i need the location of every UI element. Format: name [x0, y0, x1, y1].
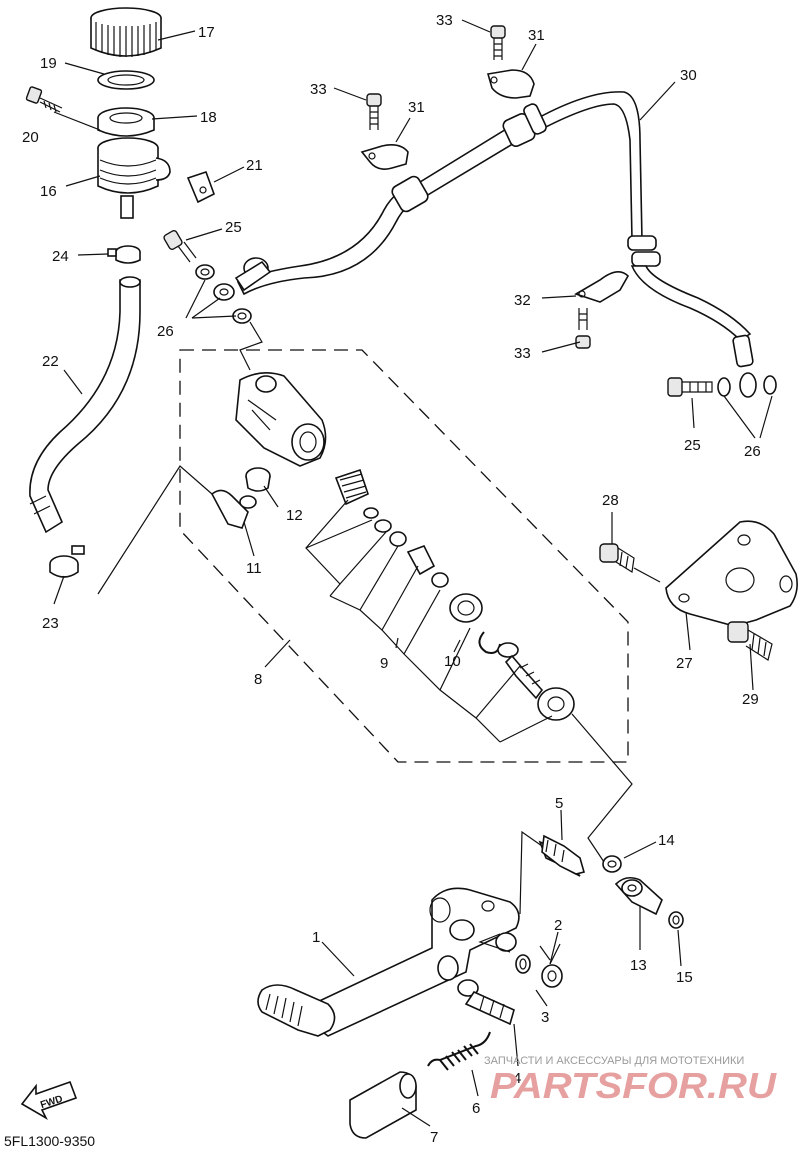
hose-clamp-left [360, 144, 409, 170]
callout-21: 21 [246, 157, 263, 174]
callout-29: 29 [742, 691, 759, 708]
callout-12: 12 [286, 507, 303, 524]
callout-1: 1 [312, 929, 320, 946]
reservoir-hose [29, 276, 141, 534]
callout-26-upper: 26 [157, 323, 174, 340]
callout-30: 30 [680, 67, 697, 84]
callout-26-lower: 26 [744, 443, 761, 460]
piston-kit-leaders [305, 499, 553, 743]
hose-bracket-32 [574, 271, 629, 303]
pedal-link-lines [478, 713, 633, 965]
push-rod [497, 642, 575, 721]
pedal-sleeve [349, 1071, 417, 1139]
watermark-tagline: ЗАПЧАСТИ И АКСЕССУАРЫ ДЛЯ МОТОТЕХНИКИ [484, 1055, 744, 1067]
callout-33-top: 33 [436, 12, 453, 29]
callout-32: 32 [514, 292, 531, 309]
union-bolt-lower [667, 377, 713, 397]
reservoir-cap [90, 7, 162, 57]
piston-kit [334, 468, 449, 588]
cotter-pin-15 [668, 911, 684, 929]
reservoir-bracket [186, 170, 215, 204]
master-cylinder-box [179, 349, 629, 763]
callout-22: 22 [42, 353, 59, 370]
hose-clamp-24 [107, 245, 141, 264]
callout-31-right: 31 [528, 27, 545, 44]
nut-14 [602, 855, 622, 873]
bracket-bolt-28 [599, 543, 635, 573]
callout-31-left: 31 [408, 99, 425, 116]
callout-3: 3 [541, 1009, 549, 1026]
callout-27: 27 [676, 655, 693, 672]
callout-18: 18 [200, 109, 217, 126]
callout-13: 13 [630, 957, 647, 974]
callout-25-upper: 25 [225, 219, 242, 236]
callout-5: 5 [555, 795, 563, 812]
brake-hose [234, 91, 757, 398]
diagram-code: 5FL1300-9350 [4, 1133, 95, 1149]
diaphragm [97, 107, 155, 137]
callout-2: 2 [554, 917, 562, 934]
callout-17: 17 [198, 24, 215, 41]
crush-washers-upper [195, 264, 252, 324]
union-bolt-upper [163, 229, 197, 263]
pedal-bracket [665, 520, 798, 627]
brake-pedal [257, 887, 520, 1037]
hose-clamp-right [486, 69, 535, 99]
callout-4: 4 [513, 1070, 521, 1087]
circlip-10 [478, 631, 501, 654]
callout-6: 6 [472, 1100, 480, 1117]
pedal-shaft-bolt-4 [457, 979, 515, 1026]
callout-33-lower: 33 [514, 345, 531, 362]
master-cylinder-body [235, 372, 327, 467]
clamp-bolts [366, 25, 591, 349]
callout-11: 11 [246, 560, 262, 577]
callout-28: 28 [602, 492, 619, 509]
callout-14: 14 [658, 832, 675, 849]
clevis-pin-5 [538, 834, 585, 877]
callout-20: 20 [22, 129, 39, 146]
reservoir-tank [97, 137, 171, 219]
diaphragm-plate [97, 70, 155, 90]
callout-19: 19 [40, 55, 57, 72]
callout-7: 7 [430, 1129, 438, 1146]
reservoir-bolt [25, 86, 63, 113]
clevis-13 [614, 876, 663, 916]
pedal-washers [495, 932, 563, 988]
callout-8: 8 [254, 671, 262, 688]
cylinder-grommet-12 [245, 467, 271, 492]
cylinder-fitting-11 [210, 489, 257, 529]
piston-seal-ring [449, 593, 483, 623]
callout-25-lower: 25 [684, 437, 701, 454]
fwd-arrow [20, 1080, 78, 1121]
watermark-logo: PARTSFOR.RU [490, 1065, 777, 1106]
return-spring [427, 1031, 491, 1071]
callout-33-left: 33 [310, 81, 327, 98]
callout-24: 24 [52, 248, 69, 265]
callout-23: 23 [42, 615, 59, 632]
callout-16: 16 [40, 183, 57, 200]
leader-lines [53, 19, 773, 1127]
callout-10: 10 [444, 653, 461, 670]
hose-clamp-23 [49, 545, 85, 578]
bracket-bolt-29 [727, 621, 773, 661]
callout-9: 9 [380, 655, 388, 672]
callout-15: 15 [676, 969, 693, 986]
